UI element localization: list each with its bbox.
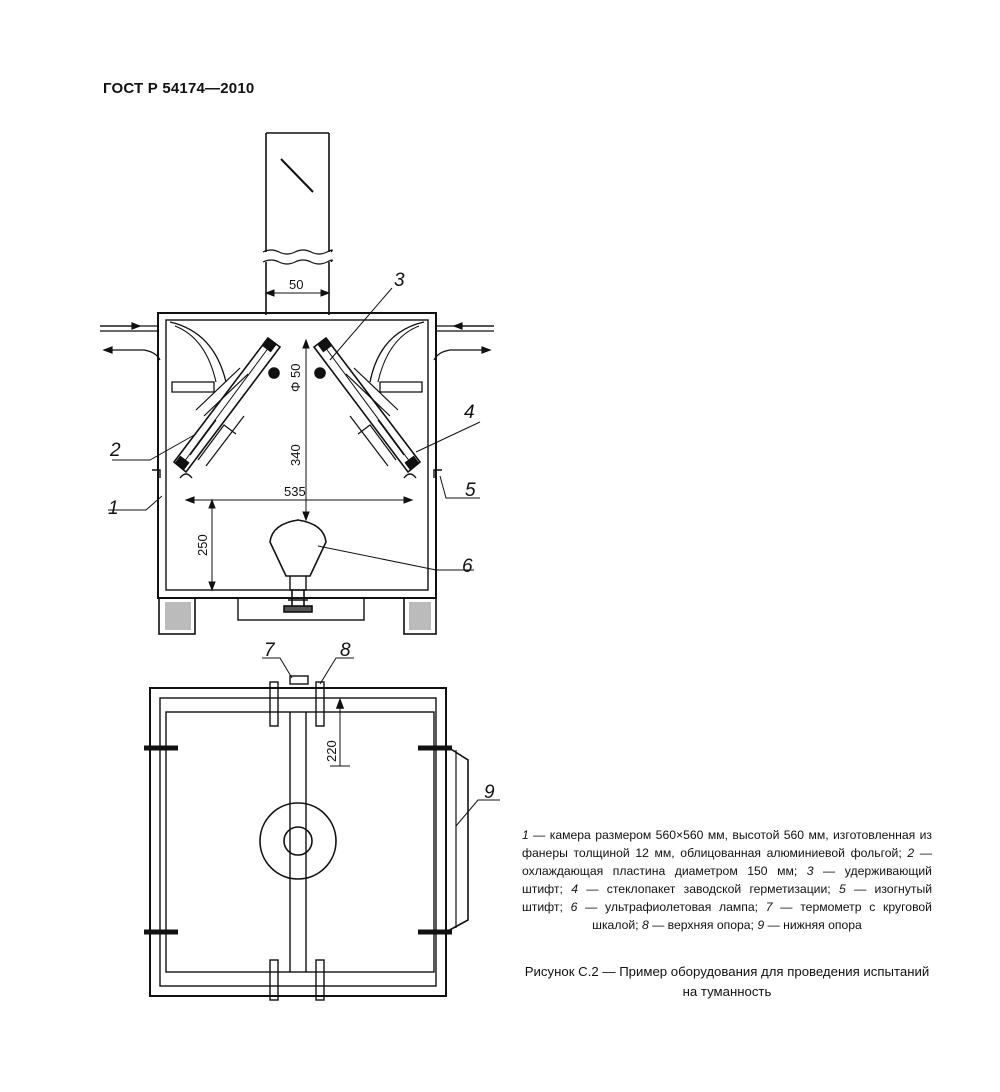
legend-text-8: — верхняя опора; bbox=[648, 918, 758, 932]
figure-legend: 1 — камера размером 560×560 мм, высотой … bbox=[522, 826, 932, 934]
legend-text-2: — охлаждающая пластина диаметром 150 мм; bbox=[522, 846, 932, 878]
legend-num-8: 8 bbox=[641, 918, 649, 932]
label-1: 1 bbox=[108, 498, 119, 519]
label-9: 9 bbox=[484, 782, 495, 803]
label-3: 3 bbox=[394, 270, 405, 291]
dim-220: 220 bbox=[324, 740, 339, 762]
document-code: ГОСТ Р 54174—2010 bbox=[103, 80, 255, 97]
retaining-pin-left bbox=[268, 367, 280, 379]
dim-535: 535 bbox=[284, 484, 306, 499]
label-8: 8 bbox=[340, 640, 351, 661]
legend-num-7: 7 bbox=[765, 900, 773, 914]
dim-phi-50: Φ 50 bbox=[288, 364, 303, 392]
legend-num-4: 4 bbox=[571, 882, 578, 896]
label-2: 2 bbox=[109, 440, 121, 461]
glazing-unit-right bbox=[312, 336, 422, 474]
flow-arrows bbox=[100, 322, 494, 354]
uv-lamp bbox=[269, 519, 327, 613]
leader-lines-side bbox=[108, 287, 481, 571]
legend-text-7: — термометр с круговой шкалой; bbox=[592, 900, 932, 932]
label-4: 4 bbox=[464, 402, 475, 423]
legend-num-5: 5 bbox=[838, 882, 846, 896]
dimension-values: 50 Φ 50 340 535 250 220 bbox=[195, 277, 339, 762]
chamber-top-view bbox=[144, 675, 469, 1001]
label-7: 7 bbox=[264, 640, 276, 661]
legend-num-9: 9 bbox=[757, 918, 765, 932]
callout-labels: 2 1 3 4 5 6 7 8 9 bbox=[108, 270, 495, 803]
legend-text-5: — изогнутый штифт; bbox=[522, 882, 933, 914]
legend-num-6: 6 bbox=[570, 900, 578, 914]
leader-lines-top bbox=[262, 657, 500, 827]
base-support bbox=[158, 597, 437, 635]
legend-text-3: — удерживающий штифт; bbox=[522, 864, 932, 896]
figure-caption: Рисунок С.2 — Пример оборудования для пр… bbox=[524, 964, 930, 999]
legend-num-3: 3 bbox=[806, 864, 814, 878]
dim-250: 250 bbox=[195, 534, 210, 556]
legend-num-2: 2 bbox=[907, 846, 915, 860]
legend-text-6: — ультрафиолетовая лампа; bbox=[577, 900, 766, 914]
label-5: 5 bbox=[465, 480, 476, 501]
glazing-unit-left bbox=[172, 336, 282, 474]
legend-text-4: — стеклопакет заводской герметизации; bbox=[577, 882, 839, 896]
legend-text-1: — камера размером 560×560 мм, высотой 56… bbox=[522, 828, 932, 860]
air-duct bbox=[262, 132, 333, 315]
legend-num-1: 1 bbox=[522, 828, 529, 842]
dim-340: 340 bbox=[288, 444, 303, 466]
label-6: 6 bbox=[462, 556, 473, 577]
dim-50: 50 bbox=[289, 277, 303, 292]
dimension-lines-side bbox=[184, 289, 414, 592]
legend-text-9: — нижняя опора bbox=[764, 918, 862, 932]
retaining-pin-right bbox=[314, 367, 326, 379]
